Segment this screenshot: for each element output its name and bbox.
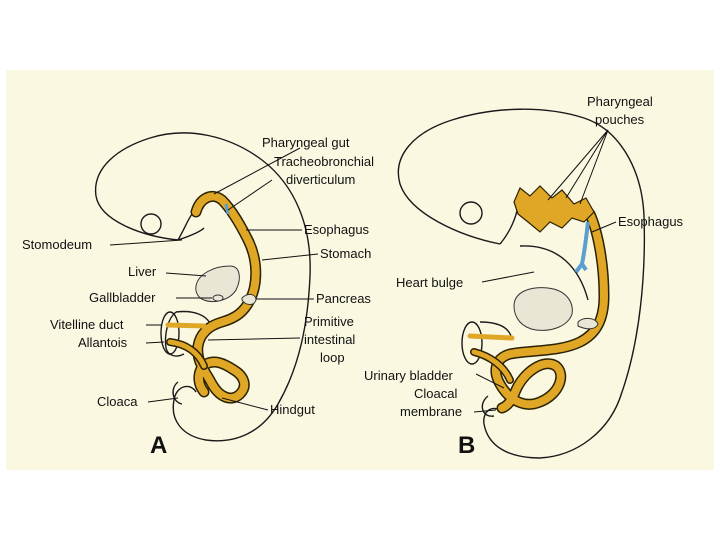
label-urinary-bladder: Urinary bladder [364,368,454,383]
leader-stomodeum [109,239,183,246]
label-cloacal-1: Cloacal [414,386,457,401]
leader-pouches-3 [579,129,609,205]
allantois-a [167,339,207,369]
label-gallbladder: Gallbladder [89,290,156,305]
vitelline-ring-b [461,321,483,365]
vitelline-duct-a [165,322,207,329]
leader-cloacal-membrane [473,409,497,413]
embryo-b-outline [397,108,646,459]
leader-pouches-2 [565,129,609,199]
panel-a-letter: A [150,432,167,459]
label-vitelline-duct: Vitelline duct [50,317,124,332]
pancreas-b [577,317,599,330]
liver-a [195,265,240,303]
leader-pouches-1 [547,129,609,201]
panel-a: Pharyngeal gut Tracheobronchial divertic… [22,132,374,459]
leader-tracheobronchial [227,179,273,211]
label-tracheobronchial-2: diverticulum [286,172,355,187]
leader-primitive-loop [207,337,301,341]
embryo-b-eye [459,201,483,225]
pharyngeal-pouches [513,185,595,233]
leader-allantois [145,341,165,344]
leader-esophagus-b [591,221,617,233]
label-stomach: Stomach [320,246,371,261]
cloaca-outline [172,381,183,405]
gut-tube-b [491,210,608,412]
allantois-b [471,349,513,383]
label-heart-bulge: Heart bulge [396,275,463,290]
leader-cloaca [147,397,179,403]
label-allantois: Allantois [78,335,128,350]
label-primitive-3: loop [320,350,345,365]
label-primitive-2: intestinal [304,332,355,347]
figure-background [6,70,714,470]
label-cloacal-2: membrane [400,404,462,419]
label-tracheobronchial-1: Tracheobronchial [274,154,374,169]
gut-tube-a [192,192,260,403]
leader-liver [165,272,207,277]
label-pharyngeal-b-1: Pharyngeal [587,94,653,109]
leader-pharyngeal-gut [213,147,301,195]
liver-b [513,287,573,331]
embryo-a-eye [140,213,162,235]
label-pancreas: Pancreas [316,291,371,306]
leader-hindgut [221,397,269,411]
label-primitive-1: Primitive [304,314,354,329]
label-hindgut: Hindgut [270,402,315,417]
label-stomodeum: Stomodeum [22,237,92,252]
label-liver: Liver [128,264,157,279]
panel-b: Pharyngeal pouches Esophagus Heart bulge… [364,94,684,459]
label-pharyngeal-b-2: pouches [595,112,645,127]
label-esophagus-b: Esophagus [618,214,684,229]
trachea-b [574,221,590,274]
leader-heart-bulge [481,271,535,283]
embryo-a-outline [94,132,311,442]
label-pharyngeal-gut: Pharyngeal gut [262,135,350,150]
pancreas-a [241,293,257,305]
leader-stomach [261,253,319,261]
heart-bulge-outline [519,245,589,301]
label-cloaca: Cloaca [97,394,138,409]
gallbladder-a [212,294,224,302]
vitelline-duct-b [467,333,515,341]
vitelline-ring [160,311,180,355]
panel-b-letter: B [458,432,475,459]
leader-urinary-bladder [475,373,505,389]
tracheobronchial-diverticulum [224,203,230,215]
label-esophagus-a: Esophagus [304,222,370,237]
cloacal-outline-b [481,395,495,417]
